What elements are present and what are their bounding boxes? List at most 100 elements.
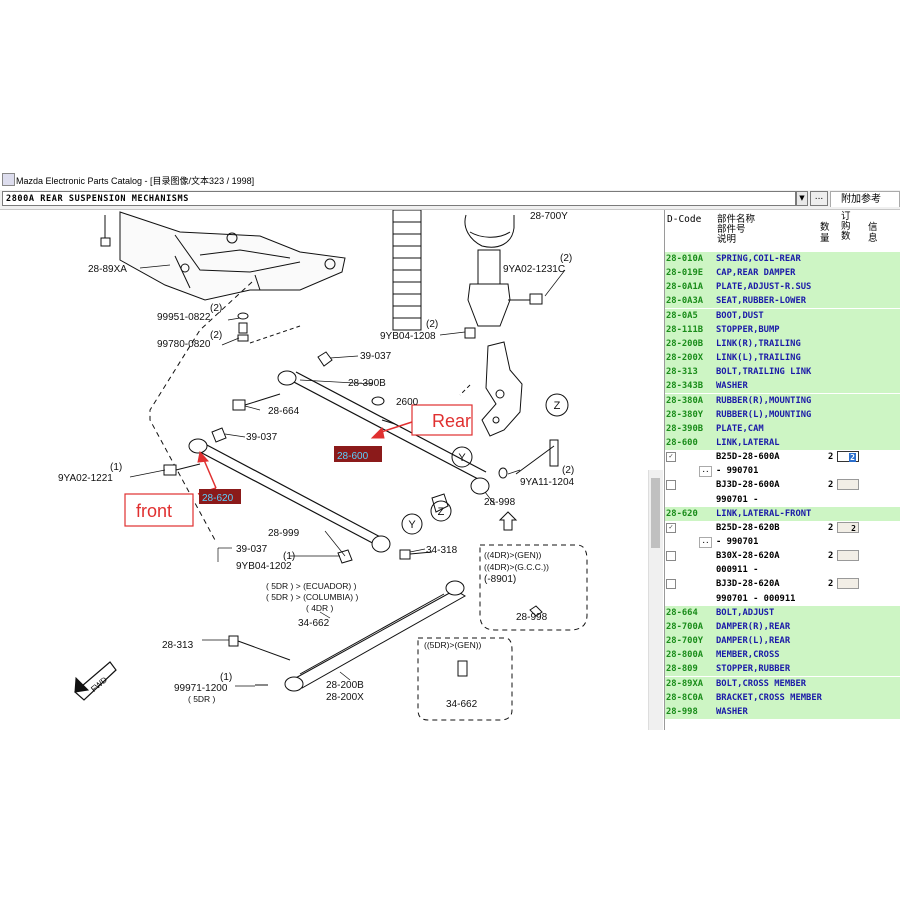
select-checkbox[interactable]: ✓ [666,452,676,463]
diagram-scrollbar[interactable] [648,470,663,730]
detail-button[interactable]: .. [699,537,712,548]
part-callout-label[interactable]: 99780-0820 [157,339,211,350]
part-callout-label[interactable]: 28-313 [162,640,194,651]
order-quantity-input[interactable] [837,578,859,590]
select-checkbox[interactable]: ✓ [666,522,676,533]
part-callout-label[interactable]: 34-662 [446,699,478,710]
part-callout-label[interactable]: 28-200B [326,680,364,691]
part-callout-label[interactable]: ((4DR)>(GEN)) [484,550,542,560]
select-checkbox[interactable] [666,480,676,491]
part-callout-label[interactable]: 39-037 [236,544,268,555]
part-callout-label[interactable]: 28-390B [348,378,386,389]
part-date-row[interactable]: ..- 990701 [665,464,900,479]
part-callout-label[interactable]: 39-037 [360,351,392,362]
part-callout-label[interactable]: ( 5DR ) > (COLUMBIA) ) [266,592,358,602]
part-callout-label[interactable]: 28-999 [268,528,300,539]
chevron-down-icon[interactable]: ▼ [796,191,808,206]
part-callout-label[interactable]: (1) [110,462,122,473]
part-date-row[interactable]: 000911 - [665,563,900,578]
part-callout-label[interactable]: (2) [562,465,574,476]
part-callout-label[interactable]: 28-700Y [530,211,568,222]
parts-diagram[interactable]: 28-89XA99951-082299780-0820(2)(2)28-700Y… [0,210,662,730]
part-callout-label[interactable]: 9YB04-1208 [380,331,436,342]
select-checkbox[interactable] [666,579,676,590]
part-callout-label[interactable]: 9YA02-1231C [503,264,565,275]
select-checkbox[interactable] [666,551,676,562]
part-callout-label[interactable]: 28-600 [337,451,369,462]
part-callout-label[interactable]: (1) [283,551,295,562]
part-callout-label[interactable]: 2600 [396,397,419,408]
part-callout-label[interactable]: 28-200X [326,692,364,703]
column-header-info: 信息 [868,222,878,244]
part-callout-label[interactable]: (2) [210,303,222,314]
part-callout-label[interactable]: 28-89XA [88,264,127,275]
part-callout-label[interactable]: 39-037 [246,432,278,443]
part-callout-label[interactable]: 9YA11-1204 [520,477,575,488]
part-date-row[interactable]: 990701 - [665,492,900,507]
part-callout-label[interactable]: ( 5DR ) > (ECUADOR) ) [266,581,357,591]
part-callout-label[interactable]: 99951-0822 [157,312,211,323]
part-callout-label[interactable]: (2) [426,319,438,330]
order-quantity-input[interactable]: 2 [837,451,859,463]
part-callout-label[interactable]: 28-998 [484,497,516,508]
order-quantity-input[interactable] [837,479,859,491]
part-callout-label[interactable]: ((4DR)>(G.C.C.)) [484,562,549,572]
scrollbar-thumb[interactable] [651,478,660,548]
part-date-row[interactable]: 990701 - 000911 [665,591,900,606]
part-callout-label[interactable]: (-8901) [484,574,516,585]
part-code: 28-700A [666,621,704,632]
part-callout-label[interactable]: (1) [220,672,232,683]
tab-additional-reference[interactable]: 附加参考 [830,191,900,207]
part-validity-dates: 000911 - [716,565,759,576]
part-description: LINK(R),TRAILING [716,338,801,349]
part-callout-label[interactable]: 9YB04-1202 [236,561,292,572]
part-callout-label[interactable]: 9YA02-1221 [58,473,113,484]
detail-button[interactable]: .. [699,466,712,478]
part-callout-label[interactable]: 28-998 [516,612,548,623]
order-quantity-input[interactable]: 2 [837,521,859,533]
more-button[interactable]: ... [810,191,828,206]
part-callout-label[interactable]: ( 4DR ) [306,603,334,613]
order-quantity-input[interactable] [837,550,859,562]
part-date-row[interactable]: ..- 990701 [665,535,900,549]
part-callout-label[interactable]: (2) [560,253,572,264]
part-callout-label[interactable]: 99971-1200 [174,683,228,694]
part-callout-label[interactable]: (2) [210,330,222,341]
part-callout-label[interactable]: 34-318 [426,545,458,556]
part-callout-label[interactable]: ((5DR)>(GEN)) [424,640,482,650]
part-callout-label[interactable]: ( 5DR ) [188,694,216,704]
part-callout-label[interactable]: 34-662 [298,618,330,629]
part-callout-label[interactable]: 28-664 [268,406,300,417]
part-callout-label[interactable]: 28-620 [202,493,234,504]
section-select[interactable]: 2800A REAR SUSPENSION MECHANISMS [2,191,796,206]
